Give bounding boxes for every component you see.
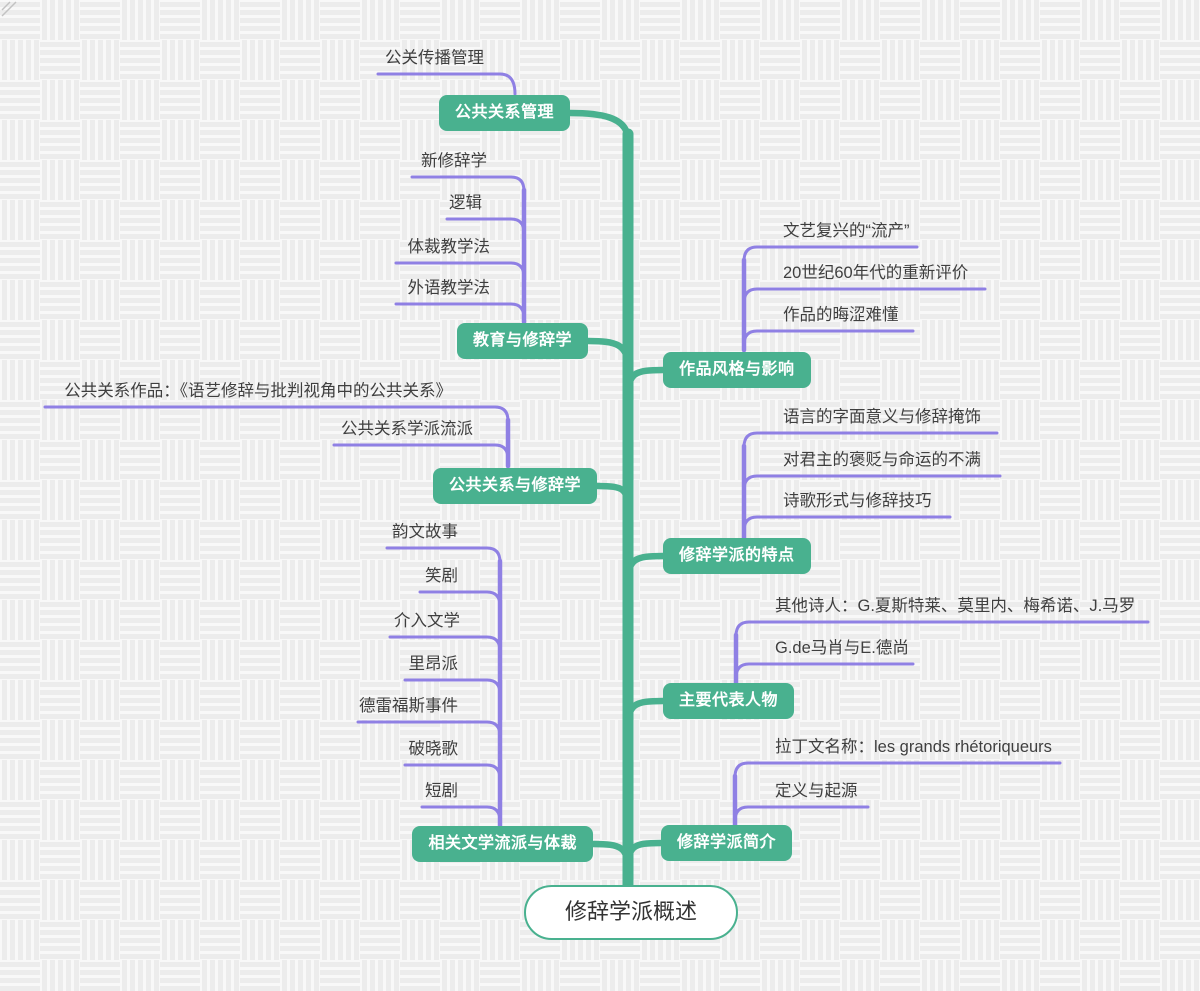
canvas-corner-mark bbox=[1, 1, 17, 17]
child-link-line bbox=[733, 805, 870, 823]
branch-connector bbox=[566, 109, 632, 144]
child-topic-label[interactable]: 其他诗人：G.夏斯特莱、莫里内、梅希诺、J.马罗 bbox=[775, 597, 1136, 615]
child-link-line bbox=[742, 431, 999, 449]
child-topic-label[interactable]: 拉丁文名称：les grands rhétoriqueurs bbox=[775, 738, 1052, 756]
child-link-line bbox=[733, 761, 1062, 779]
child-topic-label[interactable]: 文艺复兴的“流产” bbox=[783, 222, 910, 240]
branch-connector bbox=[624, 839, 665, 874]
child-topic-label[interactable]: 公关传播管理 bbox=[385, 49, 484, 67]
child-link-line bbox=[420, 805, 502, 823]
branch-node[interactable]: 主要代表人物 bbox=[663, 683, 795, 719]
child-topic-label[interactable]: 对君主的褒贬与命运的不满 bbox=[783, 451, 981, 469]
child-topic-label[interactable]: 定义与起源 bbox=[775, 782, 858, 800]
child-link-line bbox=[742, 287, 987, 305]
child-topic-label[interactable]: 笑剧 bbox=[425, 567, 458, 585]
child-link-line bbox=[376, 72, 517, 96]
branch-node[interactable]: 公共关系与修辞学 bbox=[432, 468, 597, 504]
child-topic-label[interactable]: 公共关系作品：《语艺修辞与批判视角中的公共关系》 bbox=[64, 382, 452, 400]
child-link-line bbox=[742, 515, 952, 533]
child-link-line bbox=[410, 175, 526, 193]
child-link-line bbox=[403, 763, 502, 781]
child-topic-label[interactable]: 里昂派 bbox=[408, 655, 459, 673]
child-link-line bbox=[394, 261, 526, 279]
child-topic-label[interactable]: 德雷福斯事件 bbox=[359, 697, 458, 715]
child-topic-label[interactable]: 破晓歌 bbox=[408, 740, 459, 758]
branch-connector bbox=[593, 482, 632, 517]
child-link-line bbox=[742, 245, 919, 263]
branch-connector bbox=[584, 337, 632, 372]
child-link-line bbox=[385, 546, 502, 564]
branch-node[interactable]: 教育与修辞学 bbox=[456, 323, 588, 359]
child-topic-label[interactable]: 诗歌形式与修辞技巧 bbox=[783, 492, 932, 510]
child-link-line bbox=[742, 329, 915, 347]
child-link-line bbox=[418, 590, 502, 608]
child-topic-label[interactable]: 公共关系学派流派 bbox=[341, 420, 473, 438]
child-topic-label[interactable]: 韵文故事 bbox=[392, 523, 458, 541]
child-topic-label[interactable]: 外语教学法 bbox=[407, 279, 491, 297]
child-link-line bbox=[445, 217, 526, 235]
branch-connector bbox=[624, 552, 667, 587]
child-topic-label[interactable]: 20世纪60年代的重新评价 bbox=[783, 264, 969, 282]
branch-connector bbox=[624, 366, 667, 401]
child-topic-label[interactable]: 逻辑 bbox=[449, 194, 482, 212]
child-link-line bbox=[388, 635, 502, 653]
child-link-line bbox=[332, 443, 510, 461]
child-link-line bbox=[394, 302, 526, 320]
branch-node[interactable]: 相关文学流派与体裁 bbox=[412, 826, 593, 862]
child-topic-label[interactable]: 语言的字面意义与修辞掩饰 bbox=[783, 408, 981, 426]
child-topic-label[interactable]: 体裁教学法 bbox=[407, 238, 491, 256]
child-topic-label[interactable]: G.de马肖与E.德尚 bbox=[775, 639, 909, 657]
root-topic-node[interactable]: 修辞学派概述 bbox=[524, 885, 738, 940]
child-link-line bbox=[742, 474, 1002, 492]
branch-node[interactable]: 修辞学派的特点 bbox=[663, 538, 811, 574]
branch-node[interactable]: 作品风格与影响 bbox=[663, 352, 811, 388]
child-topic-label[interactable]: 介入文学 bbox=[394, 612, 460, 630]
child-topic-label[interactable]: 短剧 bbox=[425, 782, 458, 800]
child-topic-label[interactable]: 作品的晦涩难懂 bbox=[783, 306, 899, 324]
branch-node[interactable]: 修辞学派简介 bbox=[661, 825, 793, 861]
child-link-line bbox=[403, 678, 502, 696]
child-link-line bbox=[356, 720, 502, 738]
child-topic-label[interactable]: 新修辞学 bbox=[421, 152, 487, 170]
branch-node[interactable]: 公共关系管理 bbox=[438, 95, 570, 131]
child-link-line bbox=[734, 620, 1150, 638]
child-link-line bbox=[734, 662, 915, 680]
branch-connector bbox=[624, 697, 667, 732]
